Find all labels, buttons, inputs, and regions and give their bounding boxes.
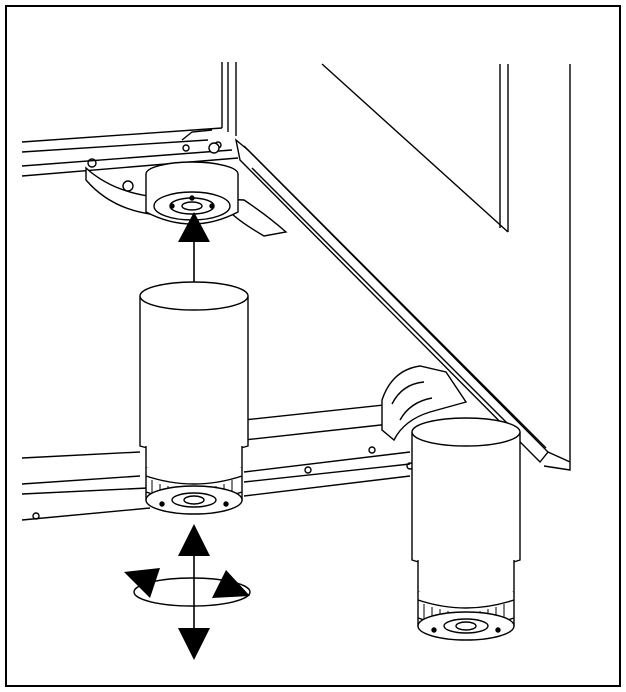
adjustable-leg-icon — [139, 281, 249, 515]
leg-socket-icon — [85, 142, 288, 237]
rotate-arrows-icon — [124, 568, 251, 607]
diagram-border — [5, 5, 621, 687]
frame-corner-icon — [21, 62, 239, 177]
cabinet-panel — [234, 63, 571, 471]
height-adjust-arrows-icon — [178, 524, 210, 660]
mounted-leg-icon — [381, 365, 521, 641]
lower-frame-rails — [21, 401, 414, 521]
